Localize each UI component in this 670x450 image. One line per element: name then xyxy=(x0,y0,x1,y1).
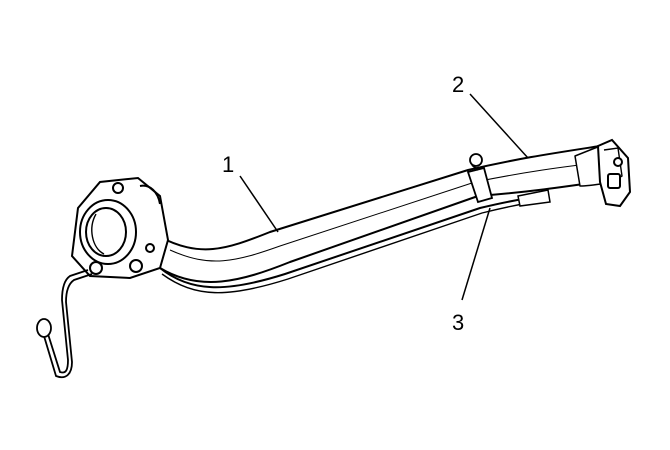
leader-lines xyxy=(239,93,529,301)
callout-label-3: 3 xyxy=(452,310,464,335)
hose-end-fitting xyxy=(596,138,632,208)
callout-label-1: 1 xyxy=(222,152,234,177)
pipe-clamp xyxy=(466,153,494,204)
filler-neck-housing xyxy=(70,176,170,280)
ground-strap xyxy=(36,269,93,379)
vent-line xyxy=(159,189,551,294)
leader-line-1 xyxy=(239,175,279,233)
leader-line-3 xyxy=(461,207,491,301)
callout-label-2: 2 xyxy=(452,72,464,97)
leader-line-2 xyxy=(469,93,529,159)
